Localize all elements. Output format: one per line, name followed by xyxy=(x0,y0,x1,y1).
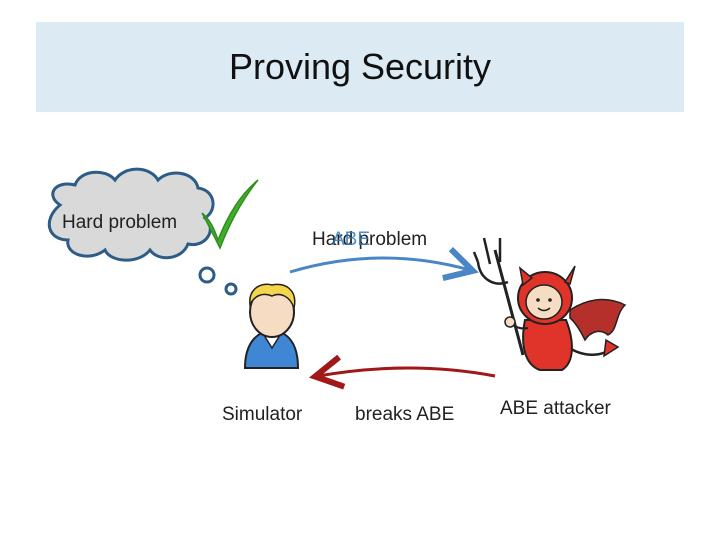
cloud-label: Hard problem xyxy=(62,212,178,233)
slide-title: Proving Security xyxy=(228,46,492,87)
thought-bubble-large xyxy=(198,266,216,284)
devil-attacker-icon xyxy=(472,237,627,371)
simulator-person-icon xyxy=(243,283,300,369)
simulator-label: Simulator xyxy=(222,404,303,425)
arrow-top-label-hard-problem: Hard problem xyxy=(312,229,428,250)
title-band: Proving Security xyxy=(36,22,684,112)
thought-bubble-small xyxy=(224,282,238,296)
checkmark-icon xyxy=(201,179,259,250)
arrow-top-label-abe: ABE xyxy=(332,229,371,250)
arrow-bottom-label: breaks ABE xyxy=(355,404,455,425)
attacker-label: ABE attacker xyxy=(500,398,611,419)
arrow-to-simulator xyxy=(318,368,496,376)
thought-cloud xyxy=(47,167,238,296)
arrow-to-attacker xyxy=(289,258,470,272)
